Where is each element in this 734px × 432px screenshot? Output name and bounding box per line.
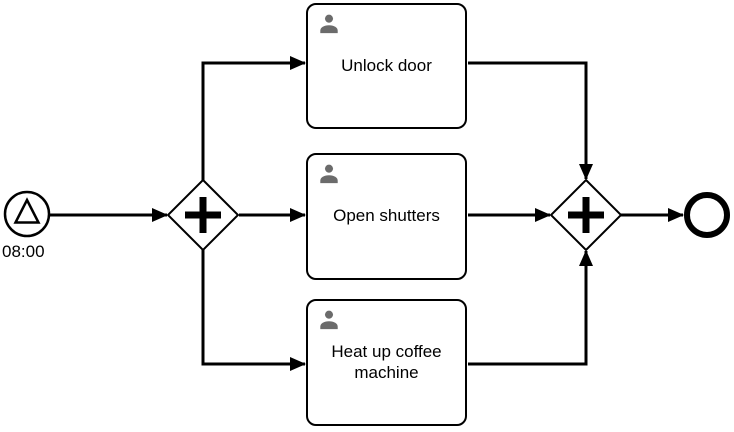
flow-heat-coffee-to-join[interactable] bbox=[468, 250, 593, 366]
user-icon bbox=[320, 164, 338, 184]
end-event[interactable] bbox=[684, 192, 730, 238]
plus-icon bbox=[185, 197, 221, 233]
plus-icon bbox=[568, 197, 604, 233]
task-label: Open shutters bbox=[333, 206, 440, 226]
start-event[interactable] bbox=[3, 190, 51, 238]
task-heat-up-coffee-machine[interactable]: Heat up coffee machine bbox=[306, 299, 467, 426]
task-label: Unlock door bbox=[341, 55, 432, 75]
user-icon bbox=[320, 310, 338, 330]
task-label: Heat up coffee machine bbox=[331, 342, 442, 382]
flow-split-to-unlock-door[interactable] bbox=[201, 56, 306, 181]
task-open-shutters[interactable]: Open shutters bbox=[306, 153, 467, 280]
flow-split-to-heat-coffee[interactable] bbox=[201, 249, 306, 371]
parallel-gateway-split[interactable] bbox=[166, 178, 240, 252]
parallel-gateway-join[interactable] bbox=[549, 178, 623, 252]
task-unlock-door[interactable]: Unlock door bbox=[306, 3, 467, 129]
user-icon bbox=[320, 14, 338, 34]
start-event-label: 08:00 bbox=[2, 242, 45, 261]
signal-triangle-icon bbox=[13, 197, 41, 224]
flow-unlock-door-to-join[interactable] bbox=[468, 61, 593, 180]
